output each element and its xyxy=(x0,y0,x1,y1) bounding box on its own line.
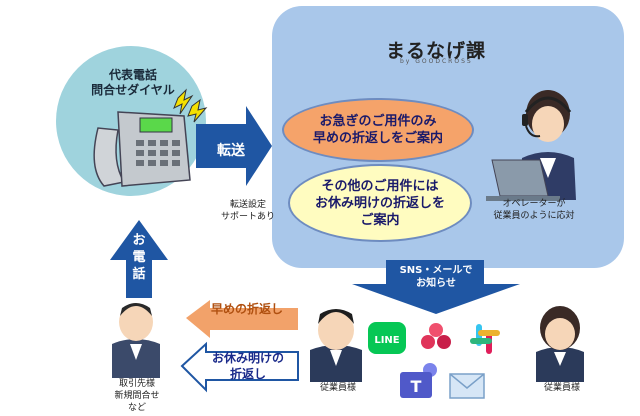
other-bubble: その他のご用件には お休み明けの折返しを ご案内 xyxy=(288,164,472,242)
operator-illustration xyxy=(486,90,576,201)
other-line3: ご案内 xyxy=(360,212,400,228)
urgent-line2: 早めの折返しをご案内 xyxy=(312,131,443,146)
phone-title: 代表電話 問合せダイヤル xyxy=(86,68,180,98)
transfer-note: 転送設定 サポートあり xyxy=(218,199,278,223)
call-line3: 話 xyxy=(132,267,146,282)
call-label: お 電 話 xyxy=(128,232,150,283)
call-arrow xyxy=(110,220,168,298)
teams-icon: T xyxy=(400,363,437,398)
operator-note-line2: 従業員のように応対 xyxy=(493,211,575,221)
svg-text:T: T xyxy=(411,377,422,396)
other-line1: その他のご用件には xyxy=(321,178,439,194)
transfer-arrow xyxy=(196,106,272,186)
line-app-label: LINE xyxy=(374,335,399,346)
transfer-label: 転送 xyxy=(217,143,245,159)
sns-label: SNS・メールで お知らせ xyxy=(394,264,478,290)
brand-sub: by GOODCROSS xyxy=(400,58,473,65)
transfer-note-line1: 転送設定 xyxy=(229,200,266,210)
sns-line2: お知らせ xyxy=(416,278,456,289)
call-line2: 電 xyxy=(132,250,146,265)
ring-bolt-icon xyxy=(173,88,208,123)
phone-title-line2: 問合せダイヤル xyxy=(91,83,175,97)
after-holiday-reply-label: お休み明けの 折返し xyxy=(206,350,290,382)
client-line1: 取引先様 xyxy=(118,379,155,389)
operator-note-line1: オペレーターが xyxy=(502,199,566,209)
after-reply-line1: お休み明けの xyxy=(211,351,284,365)
client-line3: など xyxy=(127,403,146,413)
client-line2: 新規問合せ xyxy=(114,391,160,401)
line-app-icon: LINE xyxy=(368,322,406,354)
employee-left-label: 従業員様 xyxy=(319,383,356,393)
other-line2: お休み明けの折返しを xyxy=(314,195,445,211)
employee-left-illustration xyxy=(310,309,362,382)
petal-app-icon xyxy=(421,323,451,349)
early-reply-label: 早めの折返し xyxy=(210,302,283,316)
sns-arrow xyxy=(352,260,520,314)
employee-right-illustration xyxy=(536,306,584,382)
brand-name: まるなげ課 xyxy=(386,40,487,62)
client-person-illustration xyxy=(112,303,160,378)
desk-phone-icon xyxy=(93,111,191,187)
urgent-bubble: お急ぎのご用件のみ 早めの折返しをご案内 xyxy=(282,98,474,162)
after-holiday-reply-arrow xyxy=(180,341,299,393)
slack-icon xyxy=(470,324,500,354)
after-reply-line2: 折返し xyxy=(229,367,266,381)
client-label: 取引先様 新規問合せ など xyxy=(108,378,166,414)
transfer-note-line2: サポートあり xyxy=(220,212,275,222)
early-reply-arrow xyxy=(186,300,298,338)
sns-line1: SNS・メールで xyxy=(399,265,473,276)
call-line1: お xyxy=(132,233,146,248)
mail-icon xyxy=(449,373,485,399)
employee-right-label: 従業員様 xyxy=(543,383,580,393)
phone-title-line1: 代表電話 xyxy=(108,68,157,82)
urgent-line1: お急ぎのご用件のみ xyxy=(319,114,437,129)
operator-note: オペレーターが 従業員のように応対 xyxy=(484,198,584,222)
